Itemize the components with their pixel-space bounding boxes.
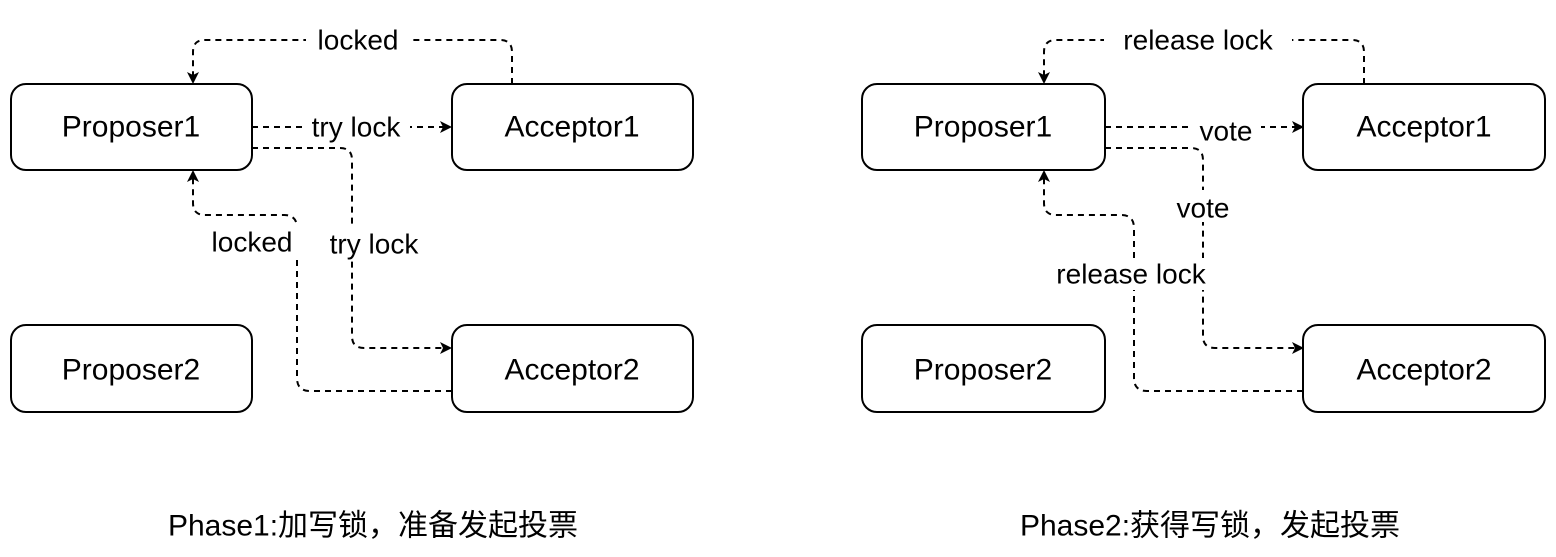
svg-text:Proposer1: Proposer1 xyxy=(914,111,1052,144)
phase1-caption: Phase1:加写锁，准备发起投票 xyxy=(168,510,578,543)
svg-text:Acceptor1: Acceptor1 xyxy=(1356,111,1491,144)
svg-text:release lock: release lock xyxy=(1123,25,1273,56)
phase1-node-proposer2: Proposer2 xyxy=(10,324,253,413)
phase1-label-locked-bottom: locked xyxy=(202,226,306,258)
svg-text:try lock: try lock xyxy=(312,112,402,143)
phase2-node-proposer2: Proposer2 xyxy=(861,324,1106,413)
phase1-node-acceptor2: Acceptor2 xyxy=(451,324,694,413)
phase2-node-proposer1: Proposer1 xyxy=(861,83,1106,171)
svg-text:release lock: release lock xyxy=(1056,259,1206,290)
svg-text:Proposer2: Proposer2 xyxy=(914,354,1052,387)
phase1-node-acceptor1: Acceptor1 xyxy=(451,83,694,171)
phase1-diagram: locked try lock locked try lock Proposer… xyxy=(10,24,694,543)
svg-text:Proposer2: Proposer2 xyxy=(62,354,200,387)
phase2-label-vote-1: vote xyxy=(1191,111,1261,147)
phase1-node-proposer1: Proposer1 xyxy=(10,83,253,171)
phase2-edge-vote-2 xyxy=(1105,147,1304,354)
svg-text:Acceptor2: Acceptor2 xyxy=(1356,354,1491,387)
svg-text:locked: locked xyxy=(212,227,293,258)
phase2-edge-release-lock-bottom xyxy=(1038,170,1303,392)
phase1-label-try-lock-1: try lock xyxy=(302,111,410,143)
svg-text:Proposer1: Proposer1 xyxy=(62,111,200,144)
svg-text:Acceptor2: Acceptor2 xyxy=(504,354,639,387)
svg-text:vote: vote xyxy=(1177,193,1230,224)
svg-text:Acceptor1: Acceptor1 xyxy=(504,111,639,144)
svg-text:vote: vote xyxy=(1200,116,1253,147)
phase2-node-acceptor1: Acceptor1 xyxy=(1302,83,1546,171)
phase2-node-acceptor2: Acceptor2 xyxy=(1302,324,1546,413)
svg-text:locked: locked xyxy=(318,25,399,56)
phase1-label-locked-top: locked xyxy=(306,24,410,56)
phase2-label-vote-2: vote xyxy=(1168,190,1238,224)
phase1-label-try-lock-2: try lock xyxy=(318,228,430,260)
phase2-label-release-lock-bottom: release lock xyxy=(1036,258,1226,290)
phase1-edge-locked-bottom xyxy=(187,170,452,392)
phase2-caption: Phase2:获得写锁，发起投票 xyxy=(1020,510,1400,543)
svg-text:try lock: try lock xyxy=(330,229,420,260)
phase2-label-release-lock-top: release lock xyxy=(1104,24,1292,56)
phase2-diagram: release lock vote vote release lock Prop… xyxy=(861,24,1546,543)
phase1-edge-try-lock-2 xyxy=(252,147,452,354)
